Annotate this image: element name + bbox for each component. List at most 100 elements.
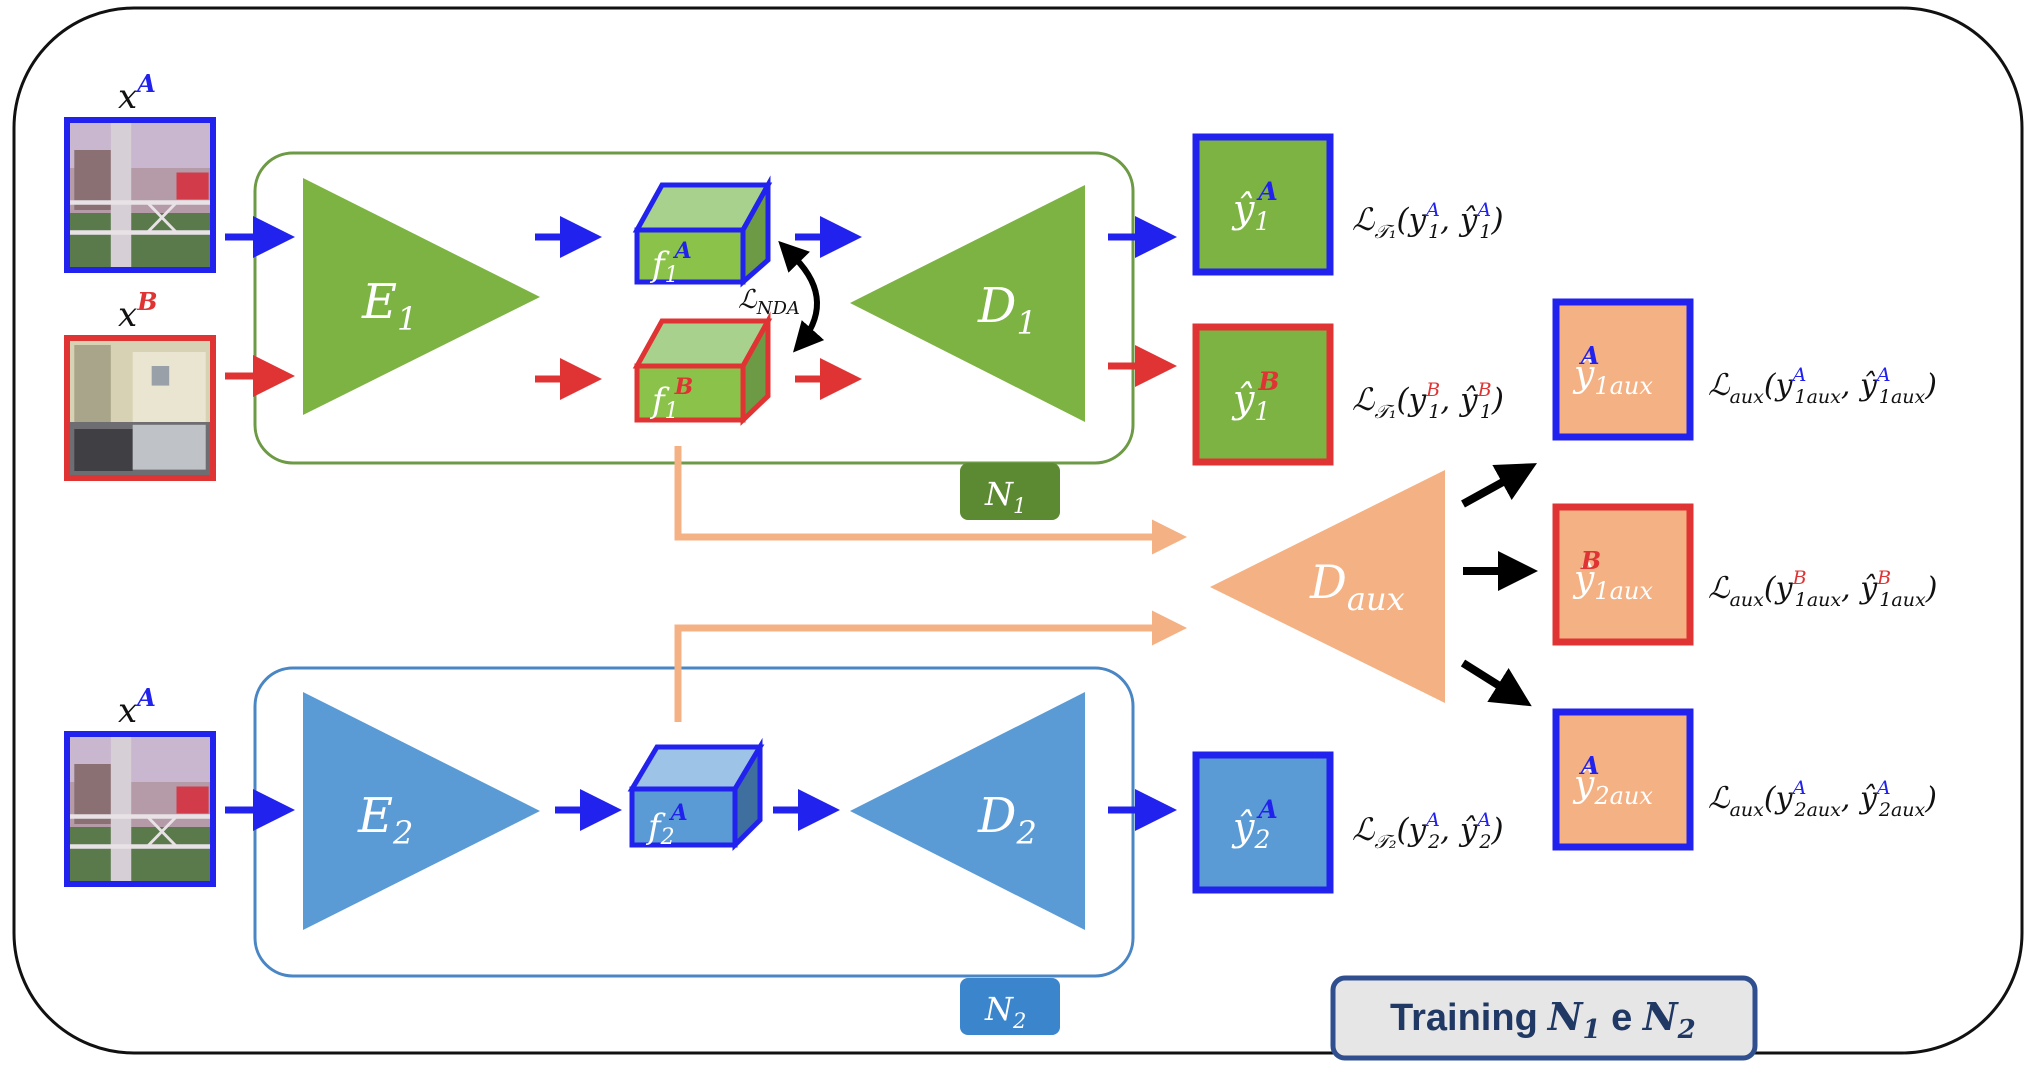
loss-part: ) [1491,382,1504,418]
arrow-Daux-to-y2auxA [1460,659,1532,707]
loss-part: ) [1924,781,1937,816]
input-image-xB [64,335,216,481]
output-y2auxA: ŷ2auxA [1552,708,1694,851]
network2-tag: N2 [960,978,1060,1035]
loss-part: A [1791,364,1807,386]
loss-part: ŷ [1858,571,1878,606]
loss-part: 1aux [1879,589,1926,611]
loss-part: 1 [1428,401,1440,423]
loss-part: y [1407,202,1427,238]
loss-part: ( [1397,382,1410,418]
loss-part: y [1407,382,1427,418]
svg-text:ŷ1A: ŷ1A [1231,177,1278,236]
svg-text:f2A: f2A [645,800,688,850]
loss-part: 1 [1428,221,1440,243]
svg-text:ŷ1auxB: ŷ1auxB [1572,546,1653,605]
loss-part: 2aux [1794,799,1842,821]
decoder-Daux: Daux [1210,470,1445,703]
loss-part: 𝒯₂ [1374,831,1396,853]
loss-part: ℒ [1708,571,1731,606]
network1-container [253,151,1135,465]
loss-part: aux [1730,386,1765,408]
loss-part: ℒ [1708,781,1731,816]
loss-part: , [1841,368,1860,403]
loss-part: A [1424,809,1440,831]
loss-part: 𝒯₁ [1374,221,1396,243]
loss-part: ŷ [1458,382,1478,418]
svg-text:ŷ2auxA: ŷ2auxA [1572,751,1653,810]
loss-part: aux [1730,799,1765,821]
output-y1B: ŷ1B [1192,323,1334,466]
outer-frame [12,6,2024,1055]
loss-part: ŷ [1458,812,1478,848]
svg-text:ŷ1auxA: ŷ1auxA [1572,341,1653,400]
arrow-f1B-to-Daux [674,446,1187,555]
svg-text:D2: D2 [977,788,1037,852]
loss-part: , [1440,382,1460,418]
nda-arrow [778,240,825,353]
feature-cube-f2A: f2A [627,737,765,852]
loss-part: , [1841,781,1860,816]
loss-part: 𝒯₁ [1374,401,1396,423]
feature-cube-f1B: f1B [632,311,773,426]
loss-part: y [1774,571,1794,606]
arrow-Daux-to-y1auxA [1461,463,1538,508]
svg-text:E2: E2 [357,788,413,852]
loss-part: ( [1764,781,1777,816]
output-y2A: ŷ2A [1192,751,1334,894]
input-image-xA-bottom [64,731,216,887]
loss-part: A [1791,777,1807,799]
label-xA-top: xA [118,69,156,117]
output-y1A: ŷ1A [1192,133,1334,276]
loss-part: , [1440,202,1460,238]
svg-text:N1: N1 [984,475,1026,518]
loss-part: ŷ [1458,202,1478,238]
loss-part: ŷ [1858,368,1878,403]
loss-part: ( [1764,571,1777,606]
loss-part: 1aux [1795,386,1842,408]
loss-part: 1 [1480,401,1492,423]
loss-part: 2 [1427,831,1440,853]
loss-part: aux [1730,589,1765,611]
loss-part: ) [1490,202,1503,238]
loss-part: B [1792,567,1807,589]
loss-part: ( [1397,812,1410,848]
decoder-D2: D2 [850,692,1085,930]
loss-part: ( [1764,368,1777,403]
loss-part: A [1875,777,1891,799]
feature-cube-f1A: f1A [632,175,773,288]
loss-part: ℒ [1352,382,1375,418]
loss-part: A [1475,809,1491,831]
loss-part: ŷ [1858,781,1878,816]
output-y1auxB: ŷ1auxB [1552,503,1694,646]
loss-part: ) [1924,368,1937,403]
loss-part: A [1875,364,1891,386]
loss-part: ) [1490,812,1503,848]
network1-tag: N1 [960,463,1060,520]
loss-part: 2aux [1878,799,1926,821]
loss-part: B [1477,379,1492,401]
loss-part: ( [1397,202,1410,238]
svg-text:N2: N2 [984,990,1026,1033]
loss-part: 1aux [1879,386,1926,408]
loss-part: ℒ [1708,368,1731,403]
encoder-E1: E1 [303,178,540,415]
loss-part: B [1876,567,1891,589]
output-y1auxA: ŷ1auxA [1552,298,1694,441]
loss-part: 1aux [1795,589,1842,611]
nda-loss-label: ℒNDA [738,285,800,319]
loss-part: y [1407,812,1427,848]
svg-text:D1: D1 [977,278,1037,342]
encoder-E2: E2 [303,692,540,930]
loss-part: A [1475,199,1491,221]
